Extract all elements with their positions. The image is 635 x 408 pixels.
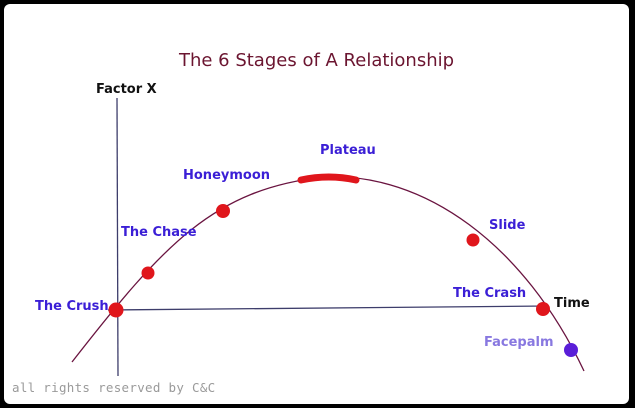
diagram-title: The 6 Stages of A Relationship [178,50,455,71]
x-axis-label: Time [554,296,590,311]
y-axis [116,97,119,377]
relationship-diagram: Factor X Time The Crush The Chase Honeym… [35,82,590,377]
label-the-crush: The Crush [35,299,109,314]
label-slide: Slide [489,218,526,233]
diagram-frame: The 6 Stages of A Relationship Factor X … [4,4,629,404]
label-the-crash: The Crash [453,286,526,301]
point-the-crash [536,302,550,316]
point-slide [466,233,480,247]
point-honeymoon [216,204,230,218]
point-facepalm [564,343,578,357]
point-the-chase [141,266,155,280]
copyright-footer: all rights reserved by C&C [12,380,216,395]
plateau-highlight [297,173,360,184]
x-axis [107,305,548,311]
label-honeymoon: Honeymoon [183,168,270,183]
label-the-chase: The Chase [121,225,197,240]
y-axis-label: Factor X [96,82,157,97]
label-plateau: Plateau [320,143,376,158]
point-the-crush [108,302,124,318]
label-facepalm: Facepalm [484,335,554,350]
